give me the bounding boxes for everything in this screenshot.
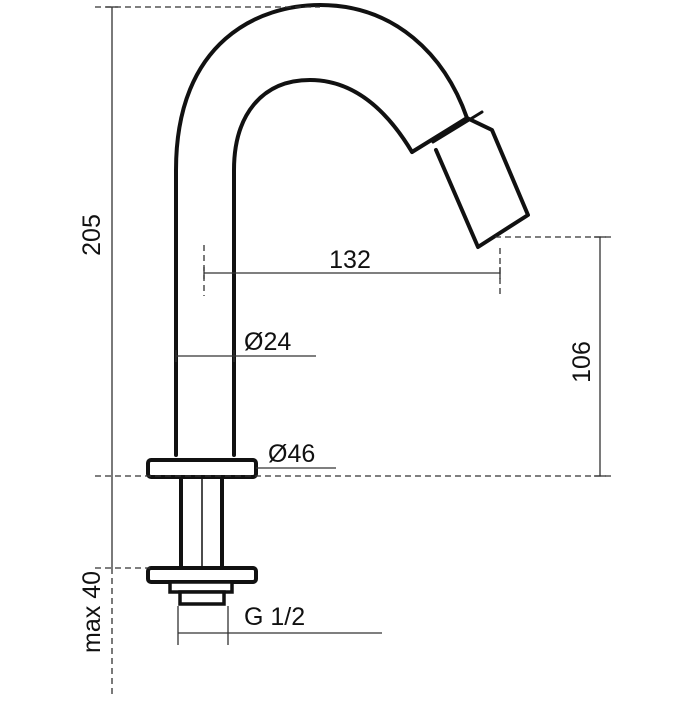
aerator-body	[410, 116, 530, 249]
lock-nut	[146, 566, 258, 584]
label-d46: Ø46	[268, 440, 315, 468]
label-g12: G 1/2	[244, 603, 305, 631]
spout-inner-curve	[232, 78, 414, 457]
label-205: 205	[78, 214, 106, 256]
shank	[179, 477, 224, 568]
faucet-outline	[174, 3, 530, 457]
label-max40: max 40	[78, 571, 106, 653]
label-132: 132	[329, 246, 371, 274]
spout-outer-curve	[174, 3, 469, 457]
label-d24: Ø24	[244, 328, 291, 356]
thread-tip	[178, 590, 226, 606]
label-106: 106	[568, 341, 596, 383]
aerator-seam	[431, 110, 484, 144]
upper-flange	[146, 458, 258, 479]
dimension-lines	[95, 6, 615, 695]
